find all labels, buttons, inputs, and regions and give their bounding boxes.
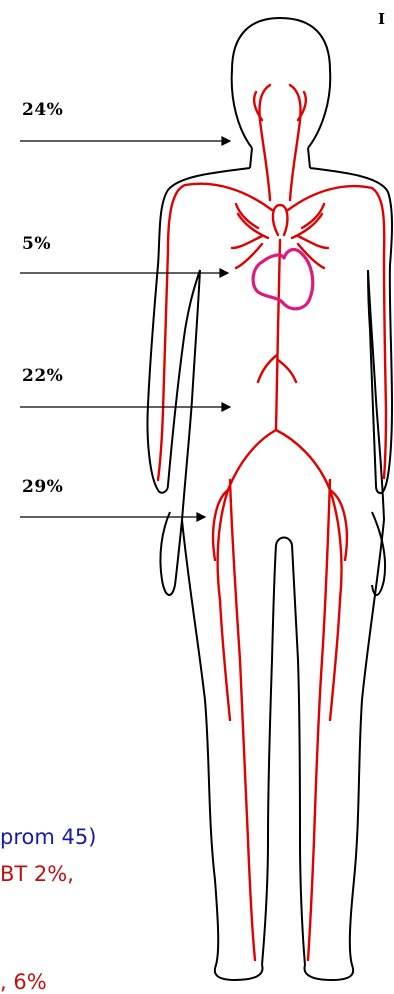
corner-mark: I — [378, 10, 386, 28]
label-head-neck-percent: 24% — [22, 100, 63, 120]
body-outline — [147, 18, 392, 980]
heart-shape — [253, 250, 313, 309]
label-abdomen-percent: 22% — [22, 366, 63, 386]
pointer-arrows — [20, 137, 230, 521]
arterial-tree — [158, 85, 386, 960]
caption-fragment-3: , 6% — [0, 970, 47, 994]
label-legs-percent: 29% — [22, 477, 63, 497]
caption-fragment-1: prom 45) — [0, 825, 96, 849]
label-heart-percent: 5% — [22, 234, 51, 254]
caption-fragment-2: BT 2%, — [0, 862, 74, 886]
